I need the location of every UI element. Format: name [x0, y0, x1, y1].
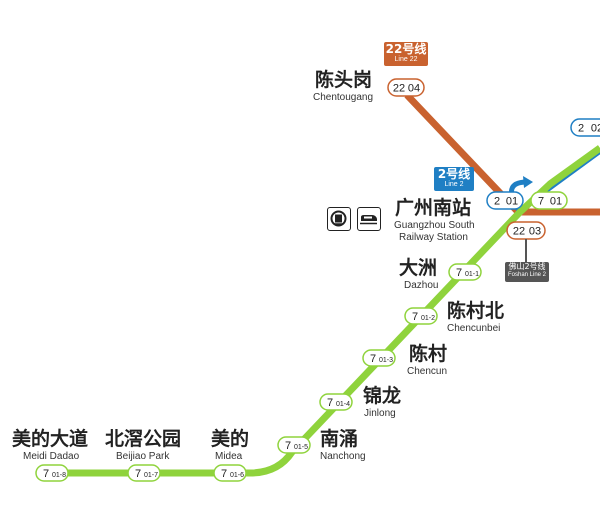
line2-tag-zh: 2号线 [437, 167, 471, 181]
station-en-beijiao-park: Beijiao Park [116, 451, 170, 462]
station-en-nanchong: Nanchong [320, 451, 366, 462]
station-pill-chencun[interactable]: 7 01-3 [362, 349, 396, 367]
station-name-gz-south: 广州南站 [395, 197, 472, 219]
station-en-meidi-dadao: Meidi Dadao [23, 451, 80, 462]
station-pill-beijiao-park[interactable]: 7 01-7 [127, 464, 161, 482]
line22-tag-zh: 22号线 [385, 42, 427, 56]
station-en-jinlong: Jinlong [364, 408, 396, 419]
svg-text:01-8: 01-8 [52, 472, 66, 479]
station-pill-chencunbei[interactable]: 7 01-2 [404, 307, 438, 325]
line2-arrowhead [523, 176, 533, 188]
station-pill-jinlong[interactable]: 7 01-4 [319, 393, 353, 411]
station-pill-line2-next[interactable]: 2 02 [570, 118, 600, 137]
station-pill-meidi-dadao[interactable]: 7 01-8 [35, 464, 69, 482]
station-name-chencun: 陈村 [409, 343, 448, 365]
svg-text:01-2: 01-2 [421, 315, 435, 322]
svg-text:01: 01 [550, 196, 562, 208]
line22-tag-en: Line 22 [394, 56, 418, 63]
station-name-dazhou: 大洲 [399, 257, 438, 279]
station-en-midea: Midea [215, 451, 243, 462]
station-name-meidi-dadao: 美的大道 [12, 428, 89, 450]
svg-text:7: 7 [370, 353, 376, 365]
station-en-chencunbei: Chencunbei [447, 323, 501, 334]
svg-text:7: 7 [456, 267, 462, 279]
station-pill-gz-south-line22[interactable]: 22 03 [506, 221, 546, 240]
svg-text:7: 7 [412, 311, 418, 323]
svg-text:22: 22 [393, 83, 405, 95]
svg-text:01-5: 01-5 [294, 444, 308, 451]
station-pill-gz-south-line2[interactable]: 2 01 [486, 191, 524, 210]
station-name-chencunbei: 陈村北 [447, 300, 505, 322]
svg-text:01-4: 01-4 [336, 401, 350, 408]
station-pill-gz-south-line7[interactable]: 7 01 [530, 191, 568, 210]
station-pill-dazhou[interactable]: 7 01-1 [448, 263, 482, 281]
svg-text:2: 2 [578, 123, 584, 135]
station-name-jinlong: 锦龙 [363, 385, 402, 407]
svg-text:7: 7 [135, 468, 141, 480]
svg-text:03: 03 [529, 226, 541, 238]
station-pill-midea[interactable]: 7 01-6 [213, 464, 247, 482]
high-speed-train-icon [357, 207, 381, 231]
svg-text:7: 7 [221, 468, 227, 480]
station-name-beijiao-park: 北滘公园 [105, 428, 182, 450]
foshan2-tag-en: Foshan Line 2 [507, 272, 547, 278]
station-name-midea: 美的 [211, 428, 250, 450]
station-en-chentougang: Chentougang [313, 92, 374, 103]
svg-text:02: 02 [591, 123, 600, 135]
foshan2-tag-zh: 佛山2号线 [508, 262, 546, 271]
svg-text:2: 2 [494, 196, 500, 208]
line2-tag: 2号线 Line 2 [434, 167, 474, 191]
svg-text:7: 7 [327, 397, 333, 409]
svg-text:01: 01 [506, 196, 518, 208]
railway-station-icon [327, 207, 351, 231]
station-en-chencun: Chencun [407, 366, 448, 377]
svg-text:04: 04 [408, 83, 420, 95]
high-speed-train-icon-glyph [360, 215, 377, 225]
line7-track [50, 145, 600, 477]
station-pill-chentougang[interactable]: 22 04 [387, 78, 425, 97]
railway-station-icon-glyph [330, 210, 347, 227]
station-pill-nanchong[interactable]: 7 01-5 [277, 436, 311, 454]
station-en-gz-south-1: Guangzhou South [394, 220, 475, 231]
line22-tag: 22号线 Line 22 [384, 42, 428, 66]
station-name-nanchong: 南涌 [320, 428, 359, 450]
svg-text:7: 7 [43, 468, 49, 480]
svg-text:01-6: 01-6 [230, 472, 244, 479]
station-name-chentougang: 陈头岗 [315, 69, 373, 91]
station-en-dazhou: Dazhou [404, 280, 439, 291]
svg-text:22: 22 [513, 226, 525, 238]
svg-text:01-3: 01-3 [379, 357, 393, 364]
line2-tag-en: Line 2 [444, 181, 464, 188]
foshan2-tag: 佛山2号线 Foshan Line 2 [505, 262, 549, 282]
svg-text:7: 7 [538, 196, 544, 208]
svg-text:01-7: 01-7 [144, 472, 158, 479]
svg-text:7: 7 [285, 440, 291, 452]
svg-text:01-1: 01-1 [465, 271, 479, 278]
station-en-gz-south-2: Railway Station [399, 232, 468, 243]
